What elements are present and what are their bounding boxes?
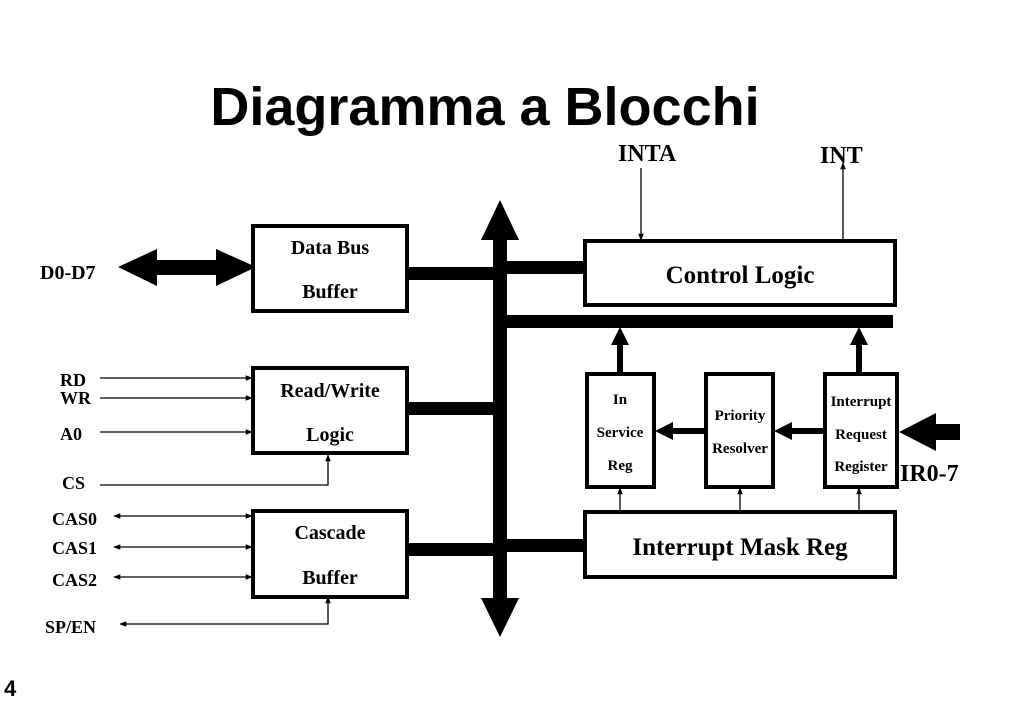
page-title: Diagramma a Blocchi <box>210 77 759 137</box>
interrupt-request-register-line3: Register <box>834 459 888 475</box>
a0-label: A0 <box>60 424 82 444</box>
isr-to-bus-arrow <box>611 327 629 375</box>
in-service-reg-block: In Service Reg <box>585 372 656 489</box>
rd-label: RD <box>60 370 86 390</box>
in-service-reg-line1: In <box>613 392 628 408</box>
bus-link-data-buffer <box>406 267 496 280</box>
page-number: 4 <box>4 676 17 701</box>
priority-resolver-line1: Priority <box>715 408 766 424</box>
internal-control-bus <box>505 315 893 328</box>
priority-resolver-block: Priority Resolver <box>704 372 775 489</box>
sp-en-arrow <box>119 596 331 627</box>
in-service-reg-line3: Reg <box>608 458 633 474</box>
read-write-logic-line2: Logic <box>306 424 354 446</box>
interrupt-mask-reg-label: Interrupt Mask Reg <box>632 534 848 561</box>
cas1-label: CAS1 <box>52 538 97 558</box>
bus-link-rw-logic <box>406 402 496 415</box>
sp-en-label: SP/EN <box>45 617 96 637</box>
resolver-to-isr-arrow <box>655 422 707 440</box>
interrupt-request-register-block: Interrupt Request Register <box>823 372 899 489</box>
interrupt-mask-reg-block: Interrupt Mask Reg <box>583 510 897 579</box>
cas2-label: CAS2 <box>52 570 97 590</box>
d0-d7-label: D0-D7 <box>40 262 96 284</box>
irr-to-bus-arrow <box>850 327 868 375</box>
cs-label: CS <box>62 473 85 493</box>
wr-label: WR <box>60 388 92 408</box>
internal-data-bus <box>481 200 519 637</box>
irr-to-resolver-arrow <box>774 422 826 440</box>
int-label: INT <box>820 143 863 169</box>
data-bus-buffer-line1: Data Bus <box>291 237 370 259</box>
inta-label: INTA <box>618 141 677 167</box>
d0-d7-double-arrow <box>118 249 256 286</box>
interrupt-request-register-line2: Request <box>835 427 887 443</box>
control-logic-block: Control Logic <box>583 239 897 307</box>
data-bus-buffer-line2: Buffer <box>302 281 358 303</box>
control-logic-label: Control Logic <box>666 262 815 289</box>
in-service-reg-line2: Service <box>597 425 644 441</box>
cascade-buffer-line1: Cascade <box>294 522 365 544</box>
read-write-logic-line1: Read/Write <box>280 380 380 402</box>
cs-arrow <box>100 454 331 486</box>
priority-resolver-line2: Resolver <box>712 441 768 457</box>
bus-link-control-logic <box>505 261 587 274</box>
cas0-label: CAS0 <box>52 509 97 529</box>
bus-link-mask-reg <box>505 539 587 552</box>
read-write-logic-block: Read/Write Logic <box>251 366 409 455</box>
ir0-7-input-arrow <box>899 413 960 451</box>
data-bus-buffer-block: Data Bus Buffer <box>251 224 409 313</box>
ir0-7-label: IR0-7 <box>900 461 959 487</box>
bus-link-cascade <box>406 543 496 556</box>
interrupt-request-register-line1: Interrupt <box>831 394 892 410</box>
cascade-buffer-line2: Buffer <box>302 567 358 589</box>
cascade-buffer-block: Cascade Buffer <box>251 509 409 599</box>
